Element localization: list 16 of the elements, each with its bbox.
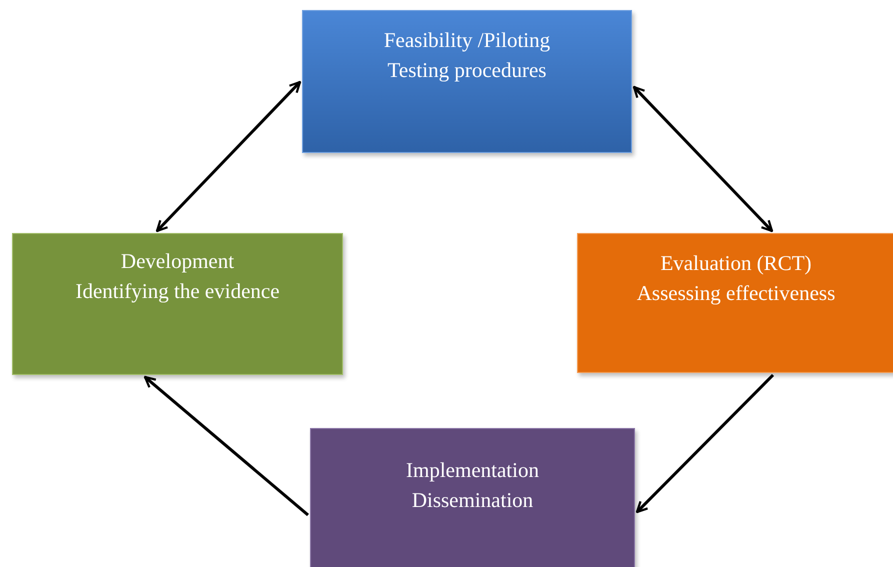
arrow bbox=[632, 86, 774, 232]
box-subtitle: Identifying the evidence bbox=[75, 278, 280, 305]
box-heading: Development bbox=[120, 248, 234, 275]
arrow bbox=[636, 374, 774, 514]
box-heading: Feasibility /Piloting bbox=[384, 27, 550, 54]
box-heading: Evaluation (RCT) bbox=[660, 250, 812, 277]
arrow bbox=[156, 80, 302, 232]
process-box bbox=[12, 233, 343, 375]
box-subtitle: Dissemination bbox=[412, 487, 534, 514]
process-box bbox=[310, 428, 635, 567]
box-heading: Implementation bbox=[406, 457, 539, 484]
process-box bbox=[302, 10, 632, 153]
process-box bbox=[577, 233, 893, 373]
box-subtitle: Testing procedures bbox=[388, 57, 546, 84]
arrow bbox=[144, 376, 309, 516]
box-subtitle: Assessing effectiveness bbox=[636, 280, 836, 307]
